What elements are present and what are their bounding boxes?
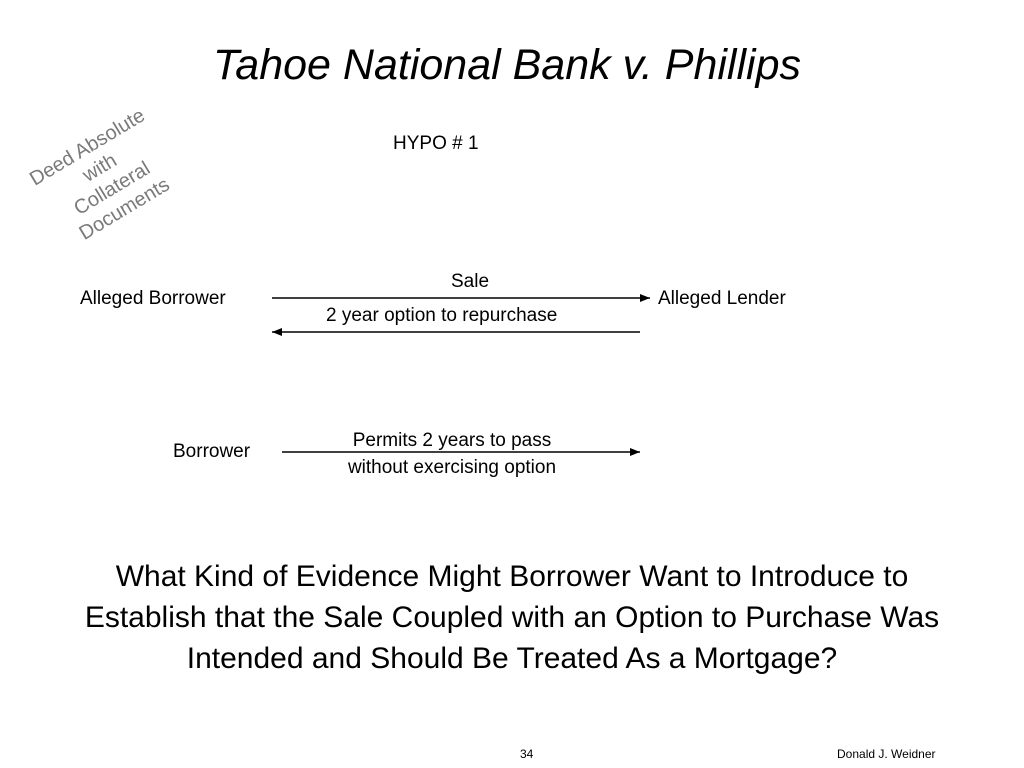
lapse-arrow-label: Permits 2 years to pass without exercisi… [312,427,592,481]
borrower-label: Borrower [173,441,251,462]
option-arrow-label: 2 year option to repurchase [326,305,558,326]
hypo-label: HYPO # 1 [393,133,479,154]
sale-arrow-label: Sale [451,271,490,292]
page-number: 34 [520,747,534,761]
alleged-borrower-label: Alleged Borrower [80,288,226,309]
discussion-question: What Kind of Evidence Might Borrower Wan… [84,560,940,675]
author-name: Donald J. Weidner [837,747,936,761]
alleged-lender-label: Alleged Lender [658,288,786,309]
lapse-label-line: without exercising option [347,457,557,478]
lapse-label-line: Permits 2 years to pass [352,430,552,451]
slide-title: Tahoe National Bank v. Phillips [212,41,802,89]
